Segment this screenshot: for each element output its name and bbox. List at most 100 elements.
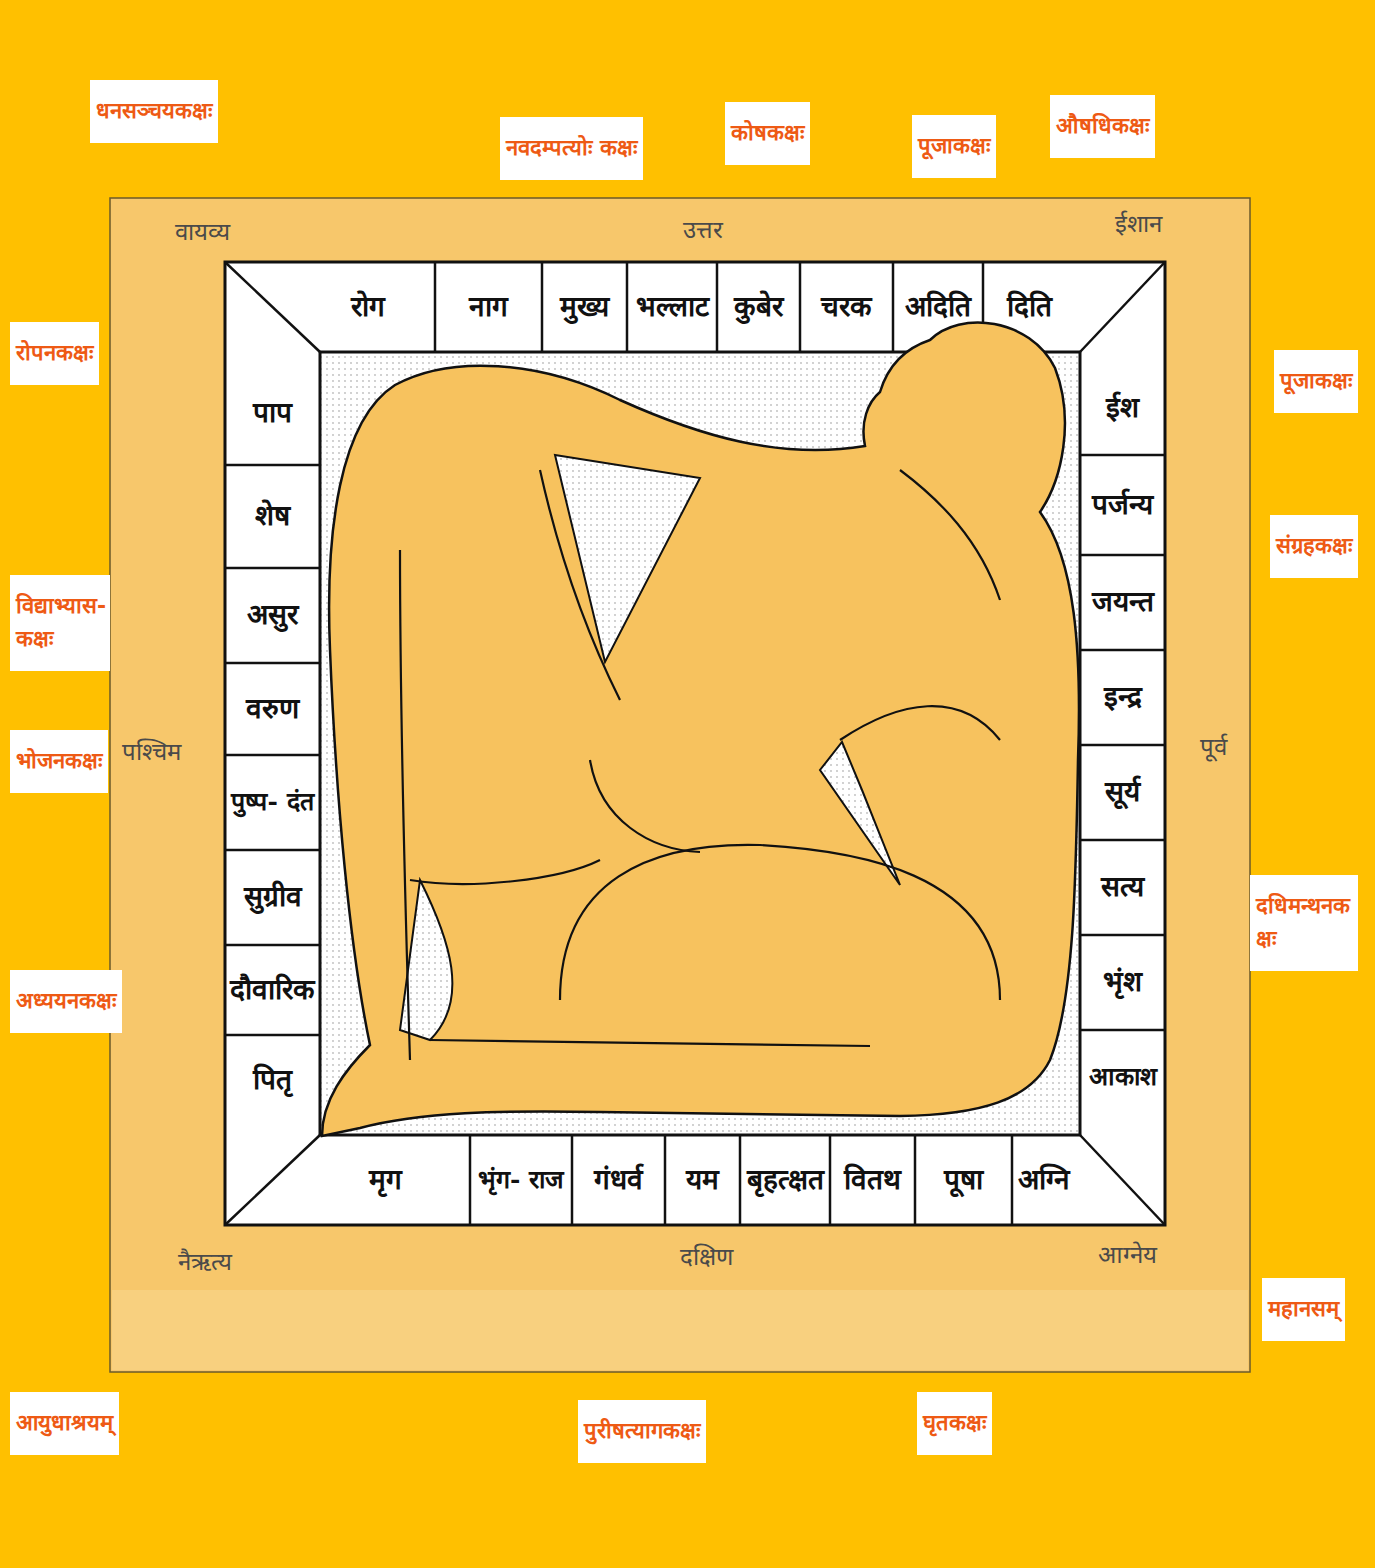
- mandala-cell: नाग: [435, 264, 542, 350]
- deity-name: पूषा: [944, 1164, 983, 1196]
- deity-name: दौवारिक: [230, 974, 315, 1006]
- room-name: दधिमन्थनक क्षः: [1256, 889, 1352, 955]
- mandala-cell: मुख्य: [542, 264, 627, 350]
- room-name: औषधिकक्षः: [1056, 109, 1149, 142]
- deity-name: मृग: [369, 1164, 402, 1196]
- deity-name: वितथ: [844, 1164, 901, 1196]
- mandala-cell: सुग्रीव: [227, 850, 318, 945]
- room-name: पूजाकक्षः: [1280, 364, 1352, 397]
- mandala-cell: पूषा: [915, 1137, 1012, 1223]
- mandala-cell: गंधर्व: [572, 1137, 665, 1223]
- room-name: संग्रहकक्षः: [1276, 529, 1352, 562]
- deity-name: नाग: [469, 291, 508, 323]
- deity-name: सुग्रीव: [244, 881, 302, 913]
- deity-name: सत्य: [1101, 871, 1144, 903]
- deity-name: चरक: [821, 291, 872, 323]
- deity-name: यम: [686, 1164, 719, 1196]
- deity-name: पुष्प- दंत: [231, 788, 313, 817]
- vastu-purusha-figure: [322, 322, 1079, 1136]
- deity-name: भृंश: [1103, 966, 1142, 998]
- mandala-cell: वितथ: [830, 1137, 915, 1223]
- inner-panel: [110, 198, 1250, 1372]
- room-label-box: आयुधाश्रयम्: [10, 1392, 119, 1455]
- mandala-cell: अदिति: [893, 264, 983, 350]
- deity-name: पितृ: [253, 1064, 292, 1096]
- deity-name: कुबेर: [734, 291, 783, 323]
- room-label-box: पुरीषत्यागकक्षः: [578, 1400, 706, 1463]
- deity-name: वरुण: [246, 693, 299, 725]
- room-name: कोषकक्षः: [731, 116, 804, 149]
- mandala-cell: पर्जन्य: [1082, 455, 1163, 555]
- room-label-box: अध्ययनकक्षः: [10, 970, 122, 1033]
- room-name: विद्याभ्यास- कक्षः: [16, 589, 106, 655]
- mandala-cell: पुष्प- दंत: [227, 755, 318, 850]
- room-name: धनसञ्चयकक्षः: [96, 94, 212, 127]
- mandala-cell: शेष: [227, 465, 318, 568]
- deity-name: जयन्त: [1092, 586, 1154, 618]
- direction-label: ईशान: [1115, 206, 1162, 239]
- mandala-cell: चरक: [800, 264, 893, 350]
- deity-name: इन्द्र: [1104, 681, 1142, 713]
- room-label-box: महानसम्: [1262, 1278, 1345, 1341]
- deity-name: अदिति: [905, 291, 971, 323]
- mandala-cell: मृग: [300, 1137, 470, 1223]
- deity-name: पाप: [253, 397, 292, 429]
- mandala-cell: सूर्य: [1082, 745, 1163, 840]
- room-label-box: संग्रहकक्षः: [1270, 515, 1358, 578]
- mandala-cell: यम: [665, 1137, 740, 1223]
- room-label-box: कोषकक्षः: [725, 102, 810, 165]
- mandala-cell: दौवारिक: [227, 945, 318, 1035]
- panel-band: [112, 1290, 1248, 1370]
- room-name: पूजाकक्षः: [918, 129, 990, 162]
- room-label-box: विद्याभ्यास- कक्षः: [10, 575, 110, 671]
- room-label-box: नवदम्पत्योः कक्षः: [500, 117, 643, 180]
- room-name: नवदम्पत्योः कक्षः: [506, 131, 637, 164]
- deity-name: दिति: [1007, 291, 1052, 323]
- direction-label: पश्चिम: [122, 734, 181, 767]
- room-name: भोजनकक्षः: [16, 744, 102, 777]
- deity-name: भृंग- राज: [478, 1166, 564, 1195]
- mandala-cell: भल्लाट: [627, 264, 717, 350]
- direction-label: वायव्य: [175, 214, 230, 247]
- deity-name: पर्जन्य: [1092, 489, 1153, 521]
- mandala-cell: रोग: [300, 264, 435, 350]
- mandala-cell: भृंग- राज: [470, 1137, 572, 1223]
- deity-name: भल्लाट: [636, 291, 709, 323]
- mandala-cell: सत्य: [1082, 840, 1163, 935]
- room-label-box: पूजाकक्षः: [912, 115, 996, 178]
- room-label-box: रोपनकक्षः: [10, 322, 99, 385]
- mandala-cell: पितृ: [227, 1035, 318, 1125]
- direction-label: नैऋत्य: [178, 1244, 232, 1277]
- deity-name: असुर: [247, 599, 298, 631]
- mandala-cell: बृहत्क्षत: [740, 1137, 830, 1223]
- deity-name: बृहत्क्षत: [747, 1164, 824, 1196]
- direction-label: पूर्व: [1200, 729, 1227, 762]
- direction-label: आग्नेय: [1098, 1237, 1157, 1270]
- room-name: पुरीषत्यागकक्षः: [584, 1414, 700, 1447]
- deity-name: आकाश: [1089, 1063, 1157, 1092]
- deity-name: गंधर्व: [594, 1164, 643, 1196]
- deity-name: ईश: [1106, 392, 1139, 424]
- mandala-cell: अग्नि: [1012, 1137, 1075, 1223]
- room-name: रोपनकक्षः: [16, 336, 93, 369]
- mandala-cell: कुबेर: [717, 264, 800, 350]
- room-name: महानसम्: [1268, 1292, 1339, 1325]
- mandala-cell: आकाश: [1082, 1030, 1163, 1125]
- room-label-box: धनसञ्चयकक्षः: [90, 80, 218, 143]
- direction-label: दक्षिण: [680, 1239, 733, 1272]
- room-name: घृतकक्षः: [923, 1406, 986, 1439]
- mandala-cell: भृंश: [1082, 935, 1163, 1030]
- mandala-grid: [225, 262, 1165, 1225]
- room-name: आयुधाश्रयम्: [16, 1406, 113, 1439]
- mandala-cell: ईश: [1082, 362, 1163, 455]
- deity-name: शेष: [255, 500, 290, 532]
- mandala-cell: असुर: [227, 568, 318, 663]
- room-label-box: पूजाकक्षः: [1274, 350, 1358, 413]
- room-label-box: घृतकक्षः: [917, 1392, 992, 1455]
- deity-name: सूर्य: [1105, 776, 1140, 808]
- room-label-box: दधिमन्थनक क्षः: [1250, 875, 1358, 971]
- mandala-cell: पाप: [227, 362, 318, 465]
- direction-label: उत्तर: [683, 212, 723, 245]
